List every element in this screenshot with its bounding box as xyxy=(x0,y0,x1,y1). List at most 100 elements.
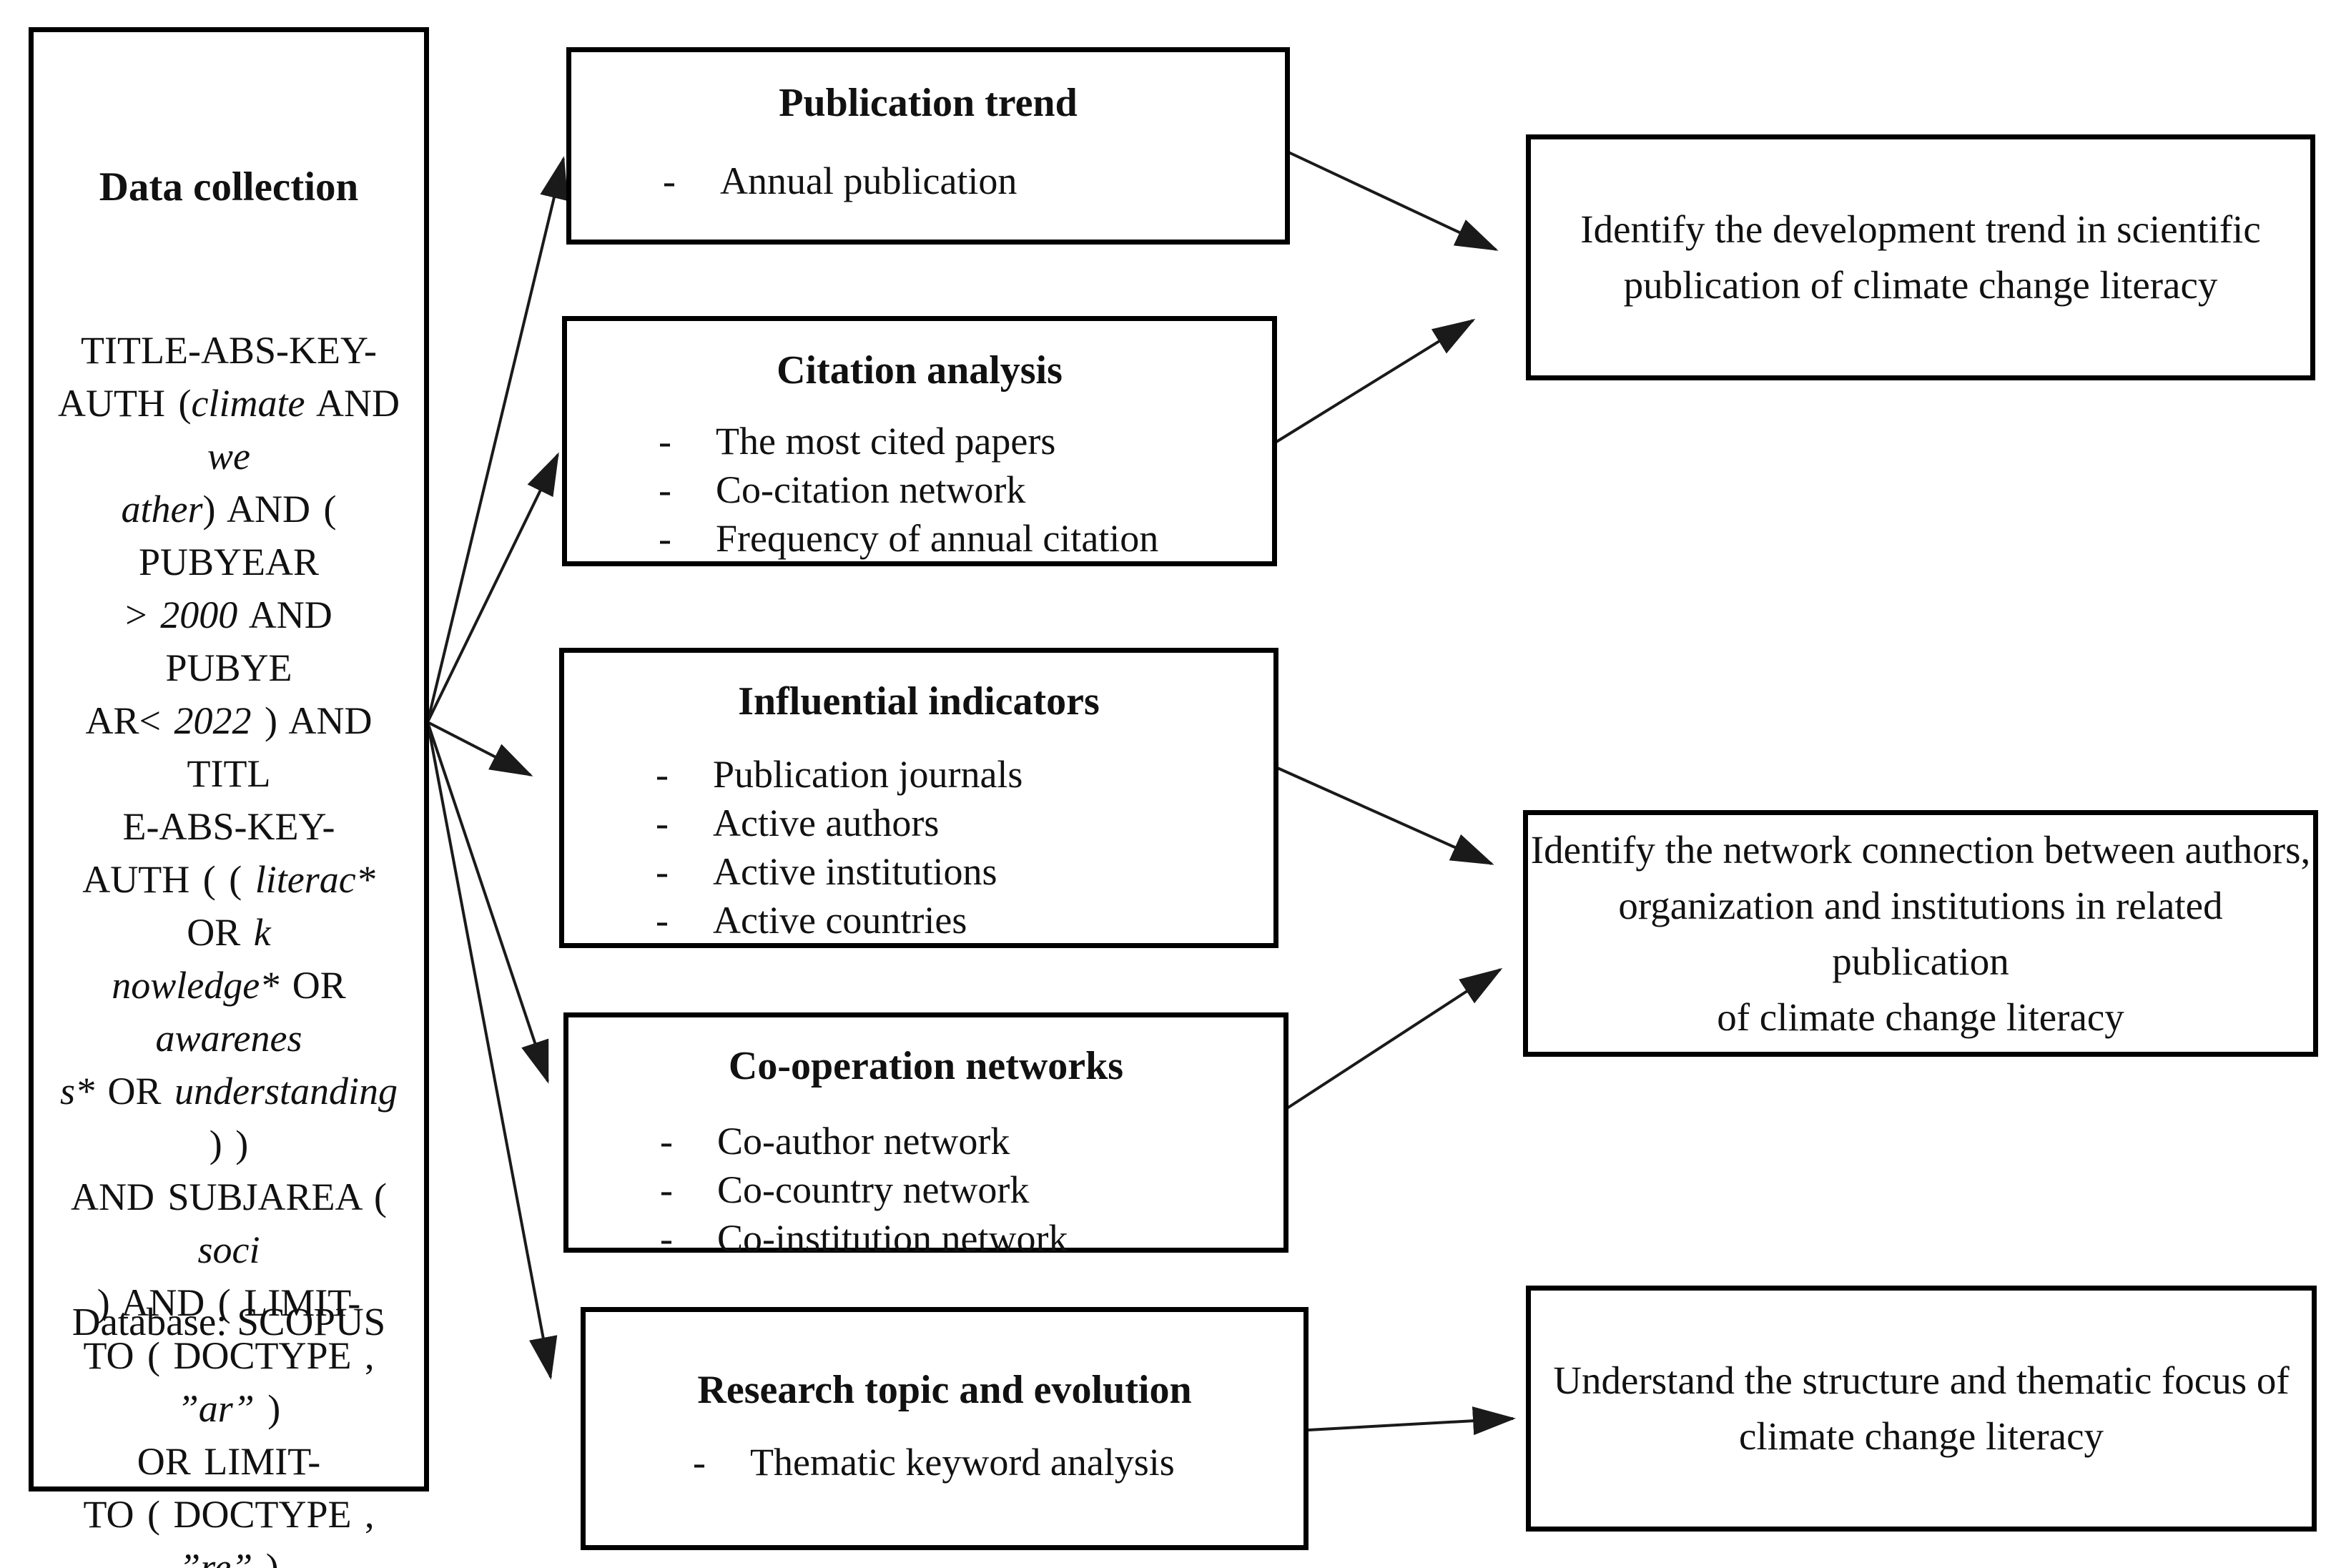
bullet-text: Co-country network xyxy=(717,1168,1030,1211)
query-line: E-ABS-KEY- xyxy=(58,800,400,853)
bullet-item: -Co-institution network xyxy=(660,1214,1283,1263)
query-segment: 2022 xyxy=(174,699,252,742)
query-segment: AUTH ( ( xyxy=(82,858,255,901)
query-segment: TO ( DOCTYPE , xyxy=(83,1334,375,1377)
query-line: ) AND ( LIMIT- xyxy=(58,1276,400,1329)
analysis-box-influential-indicators: Influential indicators -Publication jour… xyxy=(559,648,1278,948)
query-segment: literac* xyxy=(255,858,375,901)
bullet-text: Co-citation network xyxy=(716,468,1026,511)
query-line: TO ( DOCTYPE , ”re” ) xyxy=(58,1488,400,1568)
bullet-dash: - xyxy=(659,420,671,463)
analysis-box-publication-trend: Publication trend - Annual publication xyxy=(566,47,1290,245)
bullet-dash: - xyxy=(656,850,669,893)
bullet-dash: - xyxy=(660,1168,673,1211)
bullet-dash: - xyxy=(660,1120,673,1163)
query-line: AUTH (climate AND we xyxy=(58,377,400,483)
box-title: Research topic and evolution xyxy=(697,1368,1192,1412)
query-segment: ) ) xyxy=(209,1123,249,1165)
objective-box-network-connection: Identify the network connection between … xyxy=(1523,810,2318,1057)
query-segment: ) xyxy=(252,1546,279,1568)
arrow xyxy=(426,721,558,1380)
bullet-text: Thematic keyword analysis xyxy=(750,1441,1175,1484)
objective-box-thematic-focus: Understand the structure and thematic fo… xyxy=(1526,1286,2317,1532)
query-segment: OR xyxy=(94,1070,174,1113)
bullet-item: - Publication journals xyxy=(656,750,1273,799)
bullet-text: Annual publication xyxy=(720,159,1017,202)
arrow xyxy=(1286,967,1503,1110)
bullet-dash: - xyxy=(656,802,669,844)
analysis-box-research-topic-evolution: Research topic and evolution -Thematic k… xyxy=(581,1307,1309,1550)
query-line: TO ( DOCTYPE , ”ar” ) xyxy=(58,1329,400,1435)
arrow xyxy=(427,721,533,776)
objective-text-line: organization and institutions in related… xyxy=(1618,883,2223,983)
objective-text-line: Identify the network connection between … xyxy=(1530,827,2311,872)
query-segment: OR LIMIT- xyxy=(137,1440,321,1483)
query-segment: ”ar” xyxy=(177,1387,255,1430)
arrow xyxy=(426,452,559,723)
bullet-item: -Active countries xyxy=(656,896,1273,945)
query-line: TITLE-ABS-KEY- xyxy=(58,324,400,377)
query-segment: ) xyxy=(254,1387,281,1430)
bullet-text: Active institutions xyxy=(713,850,997,893)
query-segment: > xyxy=(125,593,161,636)
query-segment: E-ABS-KEY- xyxy=(122,805,335,848)
bullet-dash: - xyxy=(659,468,671,511)
data-collection-box: Data collection TITLE-ABS-KEY-AUTH (clim… xyxy=(29,27,429,1568)
box-title: Co-operation networks xyxy=(728,1044,1124,1088)
query-segment: OR xyxy=(279,964,346,1007)
bullet-item: -Thematic keyword analysis xyxy=(693,1438,1304,1486)
bullet-dash: - xyxy=(656,753,669,796)
bullet-item: -The most cited papers xyxy=(659,417,1272,465)
query-segment: nowledge* xyxy=(112,964,280,1007)
arrow xyxy=(1286,150,1499,251)
query-segment: ”re” xyxy=(179,1546,253,1568)
query-segment: AR< xyxy=(85,699,174,742)
bullet-list: - Annual publication xyxy=(663,157,1285,205)
query-line: > 2000 AND PUBYE xyxy=(58,588,400,694)
query-segment: AND xyxy=(305,382,400,425)
query-line: AND SUBJAREA ( soci xyxy=(58,1170,400,1276)
scopus-query-text: TITLE-ABS-KEY-AUTH (climate AND we ather)… xyxy=(58,324,400,1568)
query-segment: TO ( DOCTYPE , xyxy=(83,1493,375,1536)
query-segment: understanding xyxy=(174,1070,398,1113)
arrow xyxy=(1308,1406,1516,1436)
query-segment: we xyxy=(207,435,250,478)
bullet-dash: - xyxy=(659,517,671,560)
bullet-text: Frequency of annual citation xyxy=(716,517,1159,560)
bullet-item: - Frequency of annual citation xyxy=(659,514,1272,563)
objective-text-line: of climate change literacy xyxy=(1717,995,2124,1039)
bullet-text: Co-institution network xyxy=(717,1217,1068,1260)
query-segment: ) AND ( LIMIT- xyxy=(97,1281,361,1324)
query-segment: soci xyxy=(197,1228,260,1271)
bullet-list: -Co-author network-Co-country network-Co… xyxy=(660,1117,1283,1263)
bullet-item: - Active authors xyxy=(656,799,1273,847)
bullet-dash: - xyxy=(663,159,676,202)
query-segment: AND SUBJAREA ( xyxy=(70,1175,388,1218)
bullet-list: -The most cited papers-Co-citation netwo… xyxy=(659,417,1272,563)
bullet-text: Active authors xyxy=(713,802,940,844)
bullet-text: Publication journals xyxy=(713,753,1023,796)
objective-text-line: climate change literacy xyxy=(1739,1414,2104,1458)
bullet-item: - Active institutions xyxy=(656,847,1273,896)
arrow xyxy=(426,721,549,1084)
query-segment: awarenes xyxy=(155,1017,302,1060)
query-segment: 2000 xyxy=(160,593,238,636)
box-title: Publication trend xyxy=(779,81,1078,125)
query-segment: climate xyxy=(191,382,305,425)
query-line: OR LIMIT- xyxy=(58,1435,400,1488)
query-segment: ather xyxy=(121,488,203,531)
objective-text-line: Identify the development trend in scient… xyxy=(1580,207,2261,251)
arrow xyxy=(1275,318,1476,443)
arrow xyxy=(426,156,568,723)
arrow xyxy=(1273,765,1494,865)
bullet-item: - Co-citation network xyxy=(659,465,1272,514)
database-label: Database: SCOPUS xyxy=(72,1300,386,1343)
bullet-item: - Co-country network xyxy=(660,1165,1283,1214)
analysis-box-citation-analysis: Citation analysis -The most cited papers… xyxy=(562,316,1277,566)
query-line: AR< 2022 ) AND TITL xyxy=(58,694,400,800)
bullet-list: -Publication journals-Active authors-Act… xyxy=(656,750,1273,945)
query-segment: k xyxy=(253,911,271,954)
query-segment: AND PUBYE xyxy=(165,593,332,689)
